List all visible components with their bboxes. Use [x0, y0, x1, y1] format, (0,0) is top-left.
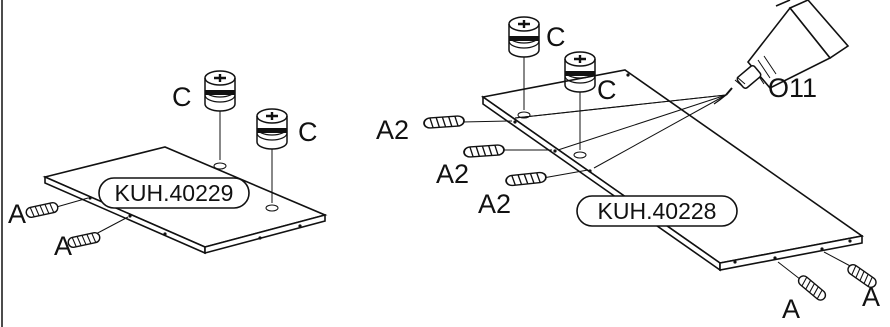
label-cam-top-right: C: [546, 22, 566, 52]
dowel-icon: [795, 273, 829, 303]
part-label-pill: [576, 195, 738, 227]
glue-tube-icon: [713, 0, 850, 105]
label-dowel-top-left: A: [8, 199, 26, 229]
label-cam-top-left: C: [172, 82, 192, 112]
dowel-icon: [66, 231, 102, 249]
dowel-icon: [504, 171, 548, 187]
part-code-right: KUH.40228: [598, 198, 717, 224]
dowel-icon: [462, 143, 506, 159]
left-panel: KUH.40229 C C A A: [8, 69, 328, 261]
dowel-icon: [24, 201, 60, 219]
camlock-icon: [563, 50, 597, 94]
label-cam-right-right: C: [597, 75, 617, 105]
label-dowel-a2-3: A2: [478, 189, 511, 219]
camlock-icon: [255, 107, 289, 151]
dowel-icon: [422, 114, 466, 130]
camlock-icon: [507, 15, 541, 59]
part-label-pill: [98, 177, 250, 209]
label-dowel-bottom-left-right: A: [782, 294, 800, 324]
label-dowel-bottom-right-right: A: [862, 282, 880, 312]
part-code-left: KUH.40229: [115, 180, 234, 206]
label-dowel-bottom-left: A: [54, 231, 72, 261]
label-dowel-a2-1: A2: [376, 115, 409, 145]
label-dowel-a2-2: A2: [436, 159, 469, 189]
label-glue-tube: O11: [768, 73, 817, 103]
label-cam-right-left: C: [298, 117, 318, 147]
camlock-icon: [203, 69, 237, 113]
right-panel: KUH.40228 C C O11 A2 A2 A2 A A: [376, 0, 880, 324]
